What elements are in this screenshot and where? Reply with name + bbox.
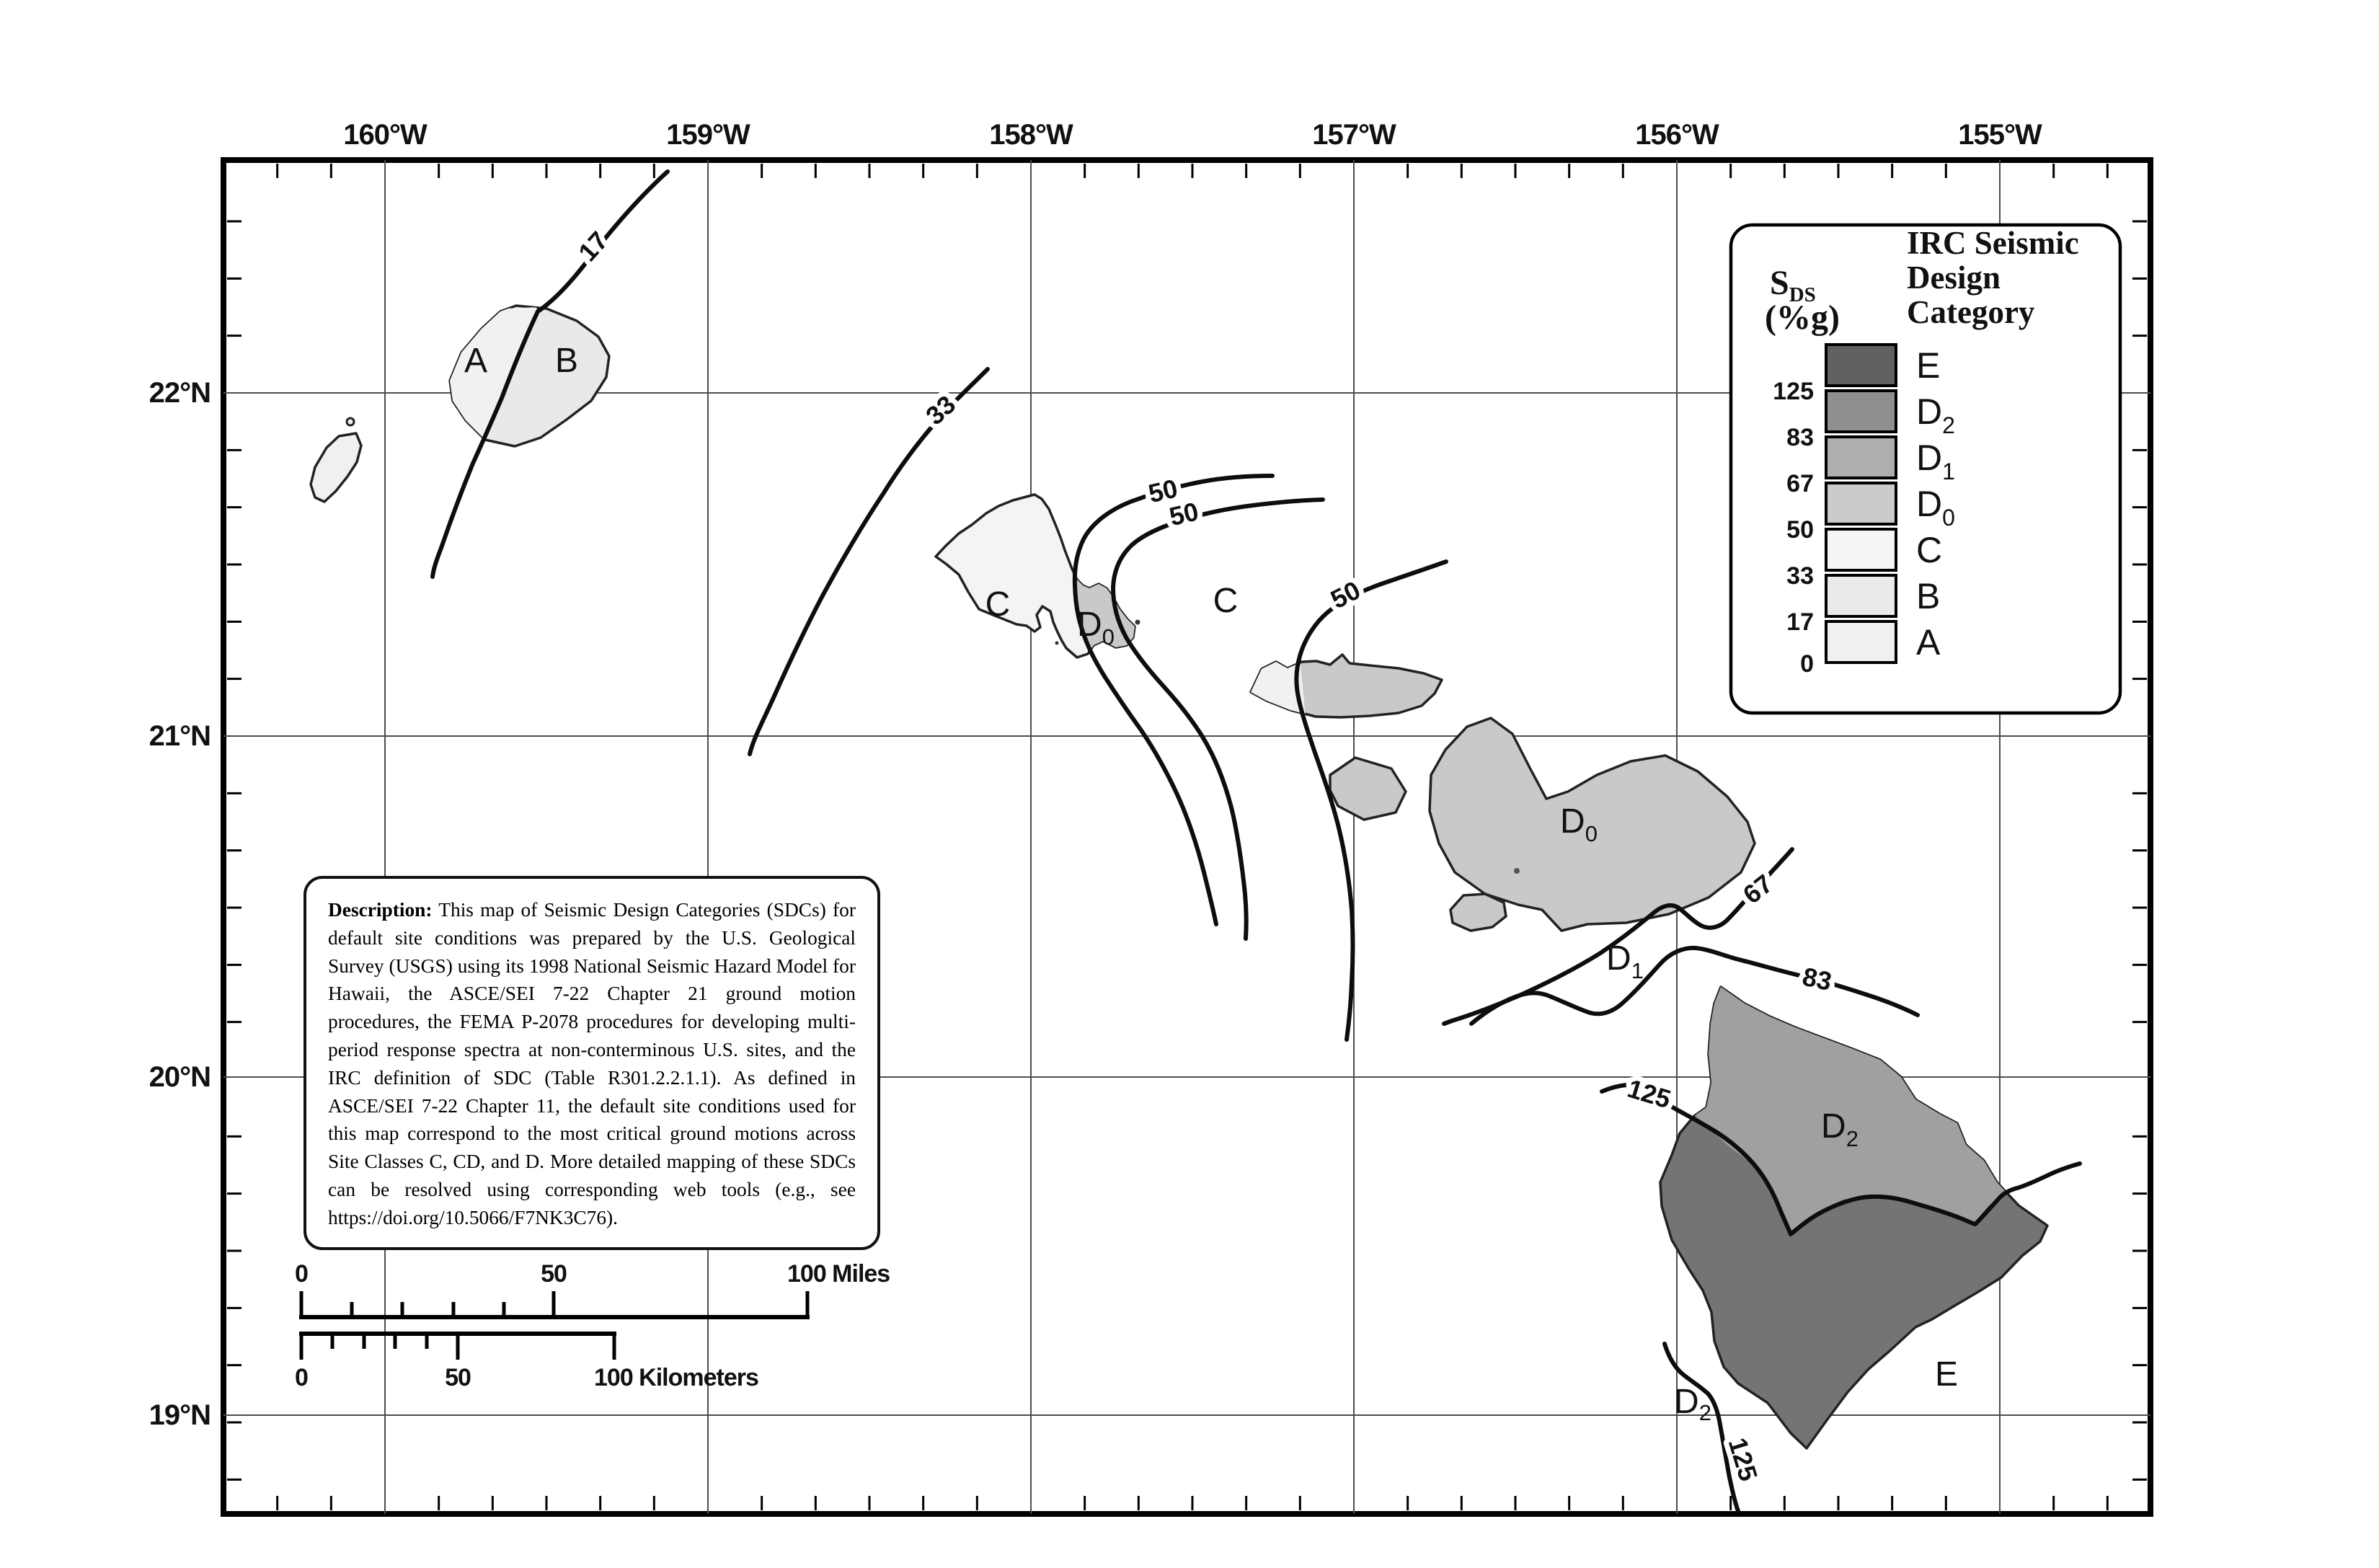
lon-label-160w: 160°W [343,119,427,151]
contour-label-17: 17 [572,226,613,267]
zone-label-kauai-b: B [555,342,578,380]
legend-category-letters: E D2 D1 D0 C B A [1916,345,1955,663]
legend-cat-d0: D0 [1916,484,1955,531]
island-kahoolawe [1449,892,1507,932]
legend-swatch-a [1825,620,1897,664]
miles-0-label: 0 [295,1260,308,1288]
legend-sds-label: SDS [1770,264,1816,306]
legend-swatch-d2 [1825,389,1897,433]
legend-scale-values: 125 83 67 50 33 17 0 [1773,378,1814,678]
legend-title-line3: Category [1907,294,2035,330]
description-label: Description: [328,899,433,921]
zone-label-oahu-c: C [985,585,1011,624]
zone-labels: A B C D0 C D0 D1 D2 E D2 [464,342,1958,1425]
legend-cat-b: B [1916,576,1940,616]
legend-value-67: 67 [1786,470,1814,497]
contour-17 [430,169,670,579]
miles-50-label: 50 [541,1260,567,1288]
legend-title-line2: Design [1907,260,2001,296]
legend-swatches [1825,343,1897,664]
legend-value-33: 33 [1786,562,1814,590]
island-maui [1428,717,1756,932]
zone-label-ocean-d1: D1 [1606,939,1644,983]
km-50-label: 50 [445,1364,471,1391]
description-body: This map of Seismic Design Categories (S… [328,899,856,1228]
lon-label-157w: 157°W [1312,119,1396,151]
legend-cat-c: C [1916,530,1942,570]
islet-dot-oahu-east [1135,619,1140,625]
latitude-labels: 22°N 21°N 20°N 19°N [149,377,211,1431]
islet-molokini [1514,868,1520,874]
islet-lehua [345,417,355,427]
lat-label-19n: 19°N [149,1399,211,1431]
legend-title-line1: IRC Seismic [1907,225,2079,261]
contour-label-125-nw: 125 [1624,1073,1674,1115]
contour-33 [748,367,990,756]
scale-bar-kilometers: 0 50 100 Kilometers [295,1332,759,1391]
contour-label-33: 33 [920,389,961,430]
map-border [221,157,2153,1517]
border-minute-ticks [227,164,2147,1510]
zone-label-hawaii-d2: D2 [1821,1107,1859,1151]
scale-bar-miles: 0 50 100 Miles [295,1260,890,1319]
islet-dot-oahu-south [1055,641,1059,645]
island-lanai [1329,756,1407,821]
lon-label-155w: 155°W [1958,119,2042,151]
lon-label-156w: 156°W [1635,119,1719,151]
contour-label-50b: 50 [1166,496,1201,531]
contour-50-west [1072,474,1275,926]
longitude-labels: 160°W 159°W 158°W 157°W 156°W 155°W [343,119,2043,151]
sds-contours [430,169,2082,1513]
lon-label-158w: 158°W [989,119,1073,151]
contour-125-main [1663,1101,2082,1236]
lat-label-20n: 20°N [149,1061,211,1093]
legend-value-0: 0 [1800,650,1814,678]
contour-125-dash [1600,1083,1629,1094]
legend-value-125: 125 [1773,378,1814,405]
contour-83 [1469,945,1920,1026]
contour-50-molokai [1294,559,1448,1042]
zone-label-maui-d0: D0 [1560,802,1598,846]
island-niihau [309,432,363,503]
legend-sds-unit: (%g) [1765,298,1840,337]
legend-value-83: 83 [1786,424,1814,451]
km-0-label: 0 [295,1364,308,1391]
legend: SDS (%g) IRC Seismic Design Category 125… [1729,223,2122,715]
legend-value-50: 50 [1786,516,1814,544]
zone-label-hawaii-sw-d2: D2 [1674,1383,1711,1425]
legend-swatch-d1 [1825,435,1897,479]
contour-50-east [1111,497,1325,941]
zone-label-oahu-d0: D0 [1077,606,1115,650]
lon-label-159w: 159°W [666,119,750,151]
lat-label-22n: 22°N [149,377,211,409]
lat-label-21n: 21°N [149,720,211,752]
legend-swatch-c [1825,528,1897,572]
miles-100-label: 100 Miles [787,1260,890,1288]
legend-cat-d1: D1 [1916,438,1955,484]
scale-bars: 0 50 100 Miles 0 50 100 Kilometers [295,1260,890,1391]
legend-cat-a: A [1916,622,1941,663]
km-100-label: 100 Kilometers [594,1364,758,1391]
description-box: Description: This map of Seismic Design … [304,876,880,1250]
legend-swatch-e [1825,343,1897,387]
legend-cat-e: E [1916,345,1940,386]
legend-swatch-b [1825,574,1897,618]
contour-label-83: 83 [1800,962,1835,996]
zone-label-ocean-c: C [1213,582,1239,620]
legend-swatch-d0 [1825,482,1897,526]
zone-label-kauai-a: A [464,342,487,380]
region-molokai-west-c [1251,655,1306,717]
contour-125-southwest [1662,1342,1740,1513]
legend-value-17: 17 [1786,608,1814,636]
legend-cat-d2: D2 [1916,391,1955,438]
zone-label-hawaii-e: E [1935,1355,1958,1394]
